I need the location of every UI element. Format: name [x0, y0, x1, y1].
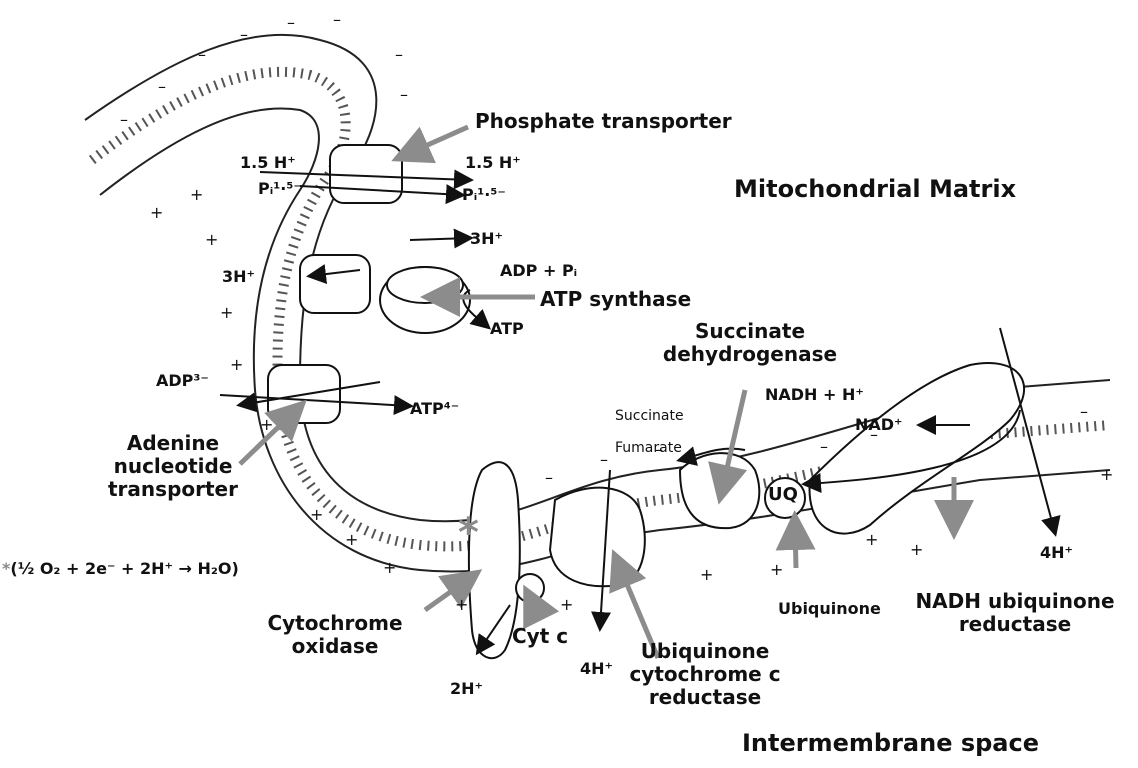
svg-text:+: + — [770, 560, 783, 579]
h15-left-label: 1.5 H⁺ — [240, 154, 296, 172]
svg-text:–: – — [545, 468, 553, 487]
svg-text:–: – — [820, 437, 828, 456]
svg-text:+: + — [260, 415, 273, 434]
matrix-label: Mitochondrial Matrix — [734, 176, 1016, 204]
phosphate-transporter-label: Phosphate transporter — [475, 110, 732, 133]
uq-label: UQ — [768, 485, 798, 506]
ubiquinone-label: Ubiquinone — [778, 600, 881, 618]
bc1-label-line3: reductase — [625, 686, 785, 709]
svg-text:+: + — [383, 558, 396, 577]
adp3-label: ADP³⁻ — [156, 372, 209, 390]
nadh-reductase-line1: NADH ubiquinone — [915, 590, 1115, 613]
svg-text:+: + — [1100, 465, 1113, 484]
svg-text:+: + — [865, 530, 878, 549]
svg-text:+: + — [455, 595, 468, 614]
svg-text:–: – — [395, 45, 403, 64]
svg-text:+: + — [190, 185, 203, 204]
nadh-reductase-label: NADH ubiquinone reductase — [915, 590, 1115, 636]
intermembrane-label: Intermembrane space — [742, 730, 1039, 758]
svg-text:+: + — [230, 355, 243, 374]
svg-text:+: + — [205, 230, 218, 249]
ant-label: Adenine nucleotide transporter — [98, 432, 248, 501]
ant-label-line1: Adenine — [98, 432, 248, 455]
adp-pi-label: ADP + Pᵢ — [500, 262, 577, 280]
ant-label-line2: nucleotide — [98, 455, 248, 478]
pi-right-label: Pᵢ¹·⁵⁻ — [462, 186, 506, 204]
h3-left-label: 3H⁺ — [222, 268, 255, 286]
atp4-label: ATP⁴⁻ — [410, 400, 459, 418]
cox-label: Cytochrome oxidase — [255, 612, 415, 658]
nadh-label: NADH + H⁺ — [765, 386, 864, 404]
h4-right-label: 4H⁺ — [1040, 544, 1073, 562]
bc1-label-line2: cytochrome c — [625, 663, 785, 686]
svg-text:–: – — [1080, 402, 1088, 421]
svg-text:–: – — [600, 450, 608, 469]
pi-left-label: Pᵢ¹·⁵⁻ — [258, 180, 302, 198]
svg-text:+: + — [345, 530, 358, 549]
cox-label-line2: oxidase — [255, 635, 415, 658]
svg-text:+: + — [910, 540, 923, 559]
reaction-text: (½ O₂ + 2e⁻ + 2H⁺ → H₂O) — [10, 559, 238, 578]
nadh-reductase-line2: reductase — [915, 613, 1115, 636]
svg-text:+: + — [700, 565, 713, 584]
svg-text:–: – — [158, 77, 166, 96]
reaction-equation: *(½ O₂ + 2e⁻ + 2H⁺ → H₂O) — [2, 560, 239, 578]
svg-text:–: – — [400, 85, 408, 104]
phosphate-transporter-shape — [330, 145, 402, 203]
h15-right-label: 1.5 H⁺ — [465, 154, 521, 172]
h4-mid-label: 4H⁺ — [580, 660, 613, 678]
h3-top-label: 3H⁺ — [470, 230, 503, 248]
svg-text:–: – — [120, 110, 128, 129]
svg-text:+: + — [560, 595, 573, 614]
nad-label: NAD⁺ — [855, 416, 903, 434]
succinate-label: Succinate — [615, 408, 684, 424]
svg-text:–: – — [333, 10, 341, 29]
cox-star-marker: * — [458, 510, 479, 556]
svg-text:–: – — [287, 13, 295, 32]
ant-label-line3: transporter — [98, 478, 248, 501]
sdh-label-line1: Succinate — [650, 320, 850, 343]
cox-label-line1: Cytochrome — [255, 612, 415, 635]
svg-text:+: + — [310, 505, 323, 524]
bc1-label: Ubiquinone cytochrome c reductase — [625, 640, 785, 709]
svg-text:+: + — [150, 203, 163, 222]
atp-label: ATP — [490, 320, 524, 338]
sdh-label: Succinate dehydrogenase — [650, 320, 850, 366]
bc1-label-line1: Ubiquinone — [625, 640, 785, 663]
atp-synthase-label: ATP synthase — [540, 288, 691, 311]
fumarate-label: Fumarate — [615, 440, 682, 456]
atp-synthase-shape — [300, 255, 470, 333]
cytc-label: Cyt c — [512, 625, 568, 648]
svg-text:–: – — [240, 25, 248, 44]
svg-text:+: + — [220, 303, 233, 322]
svg-text:–: – — [198, 45, 206, 64]
sdh-label-line2: dehydrogenase — [650, 343, 850, 366]
h2-label: 2H⁺ — [450, 680, 483, 698]
